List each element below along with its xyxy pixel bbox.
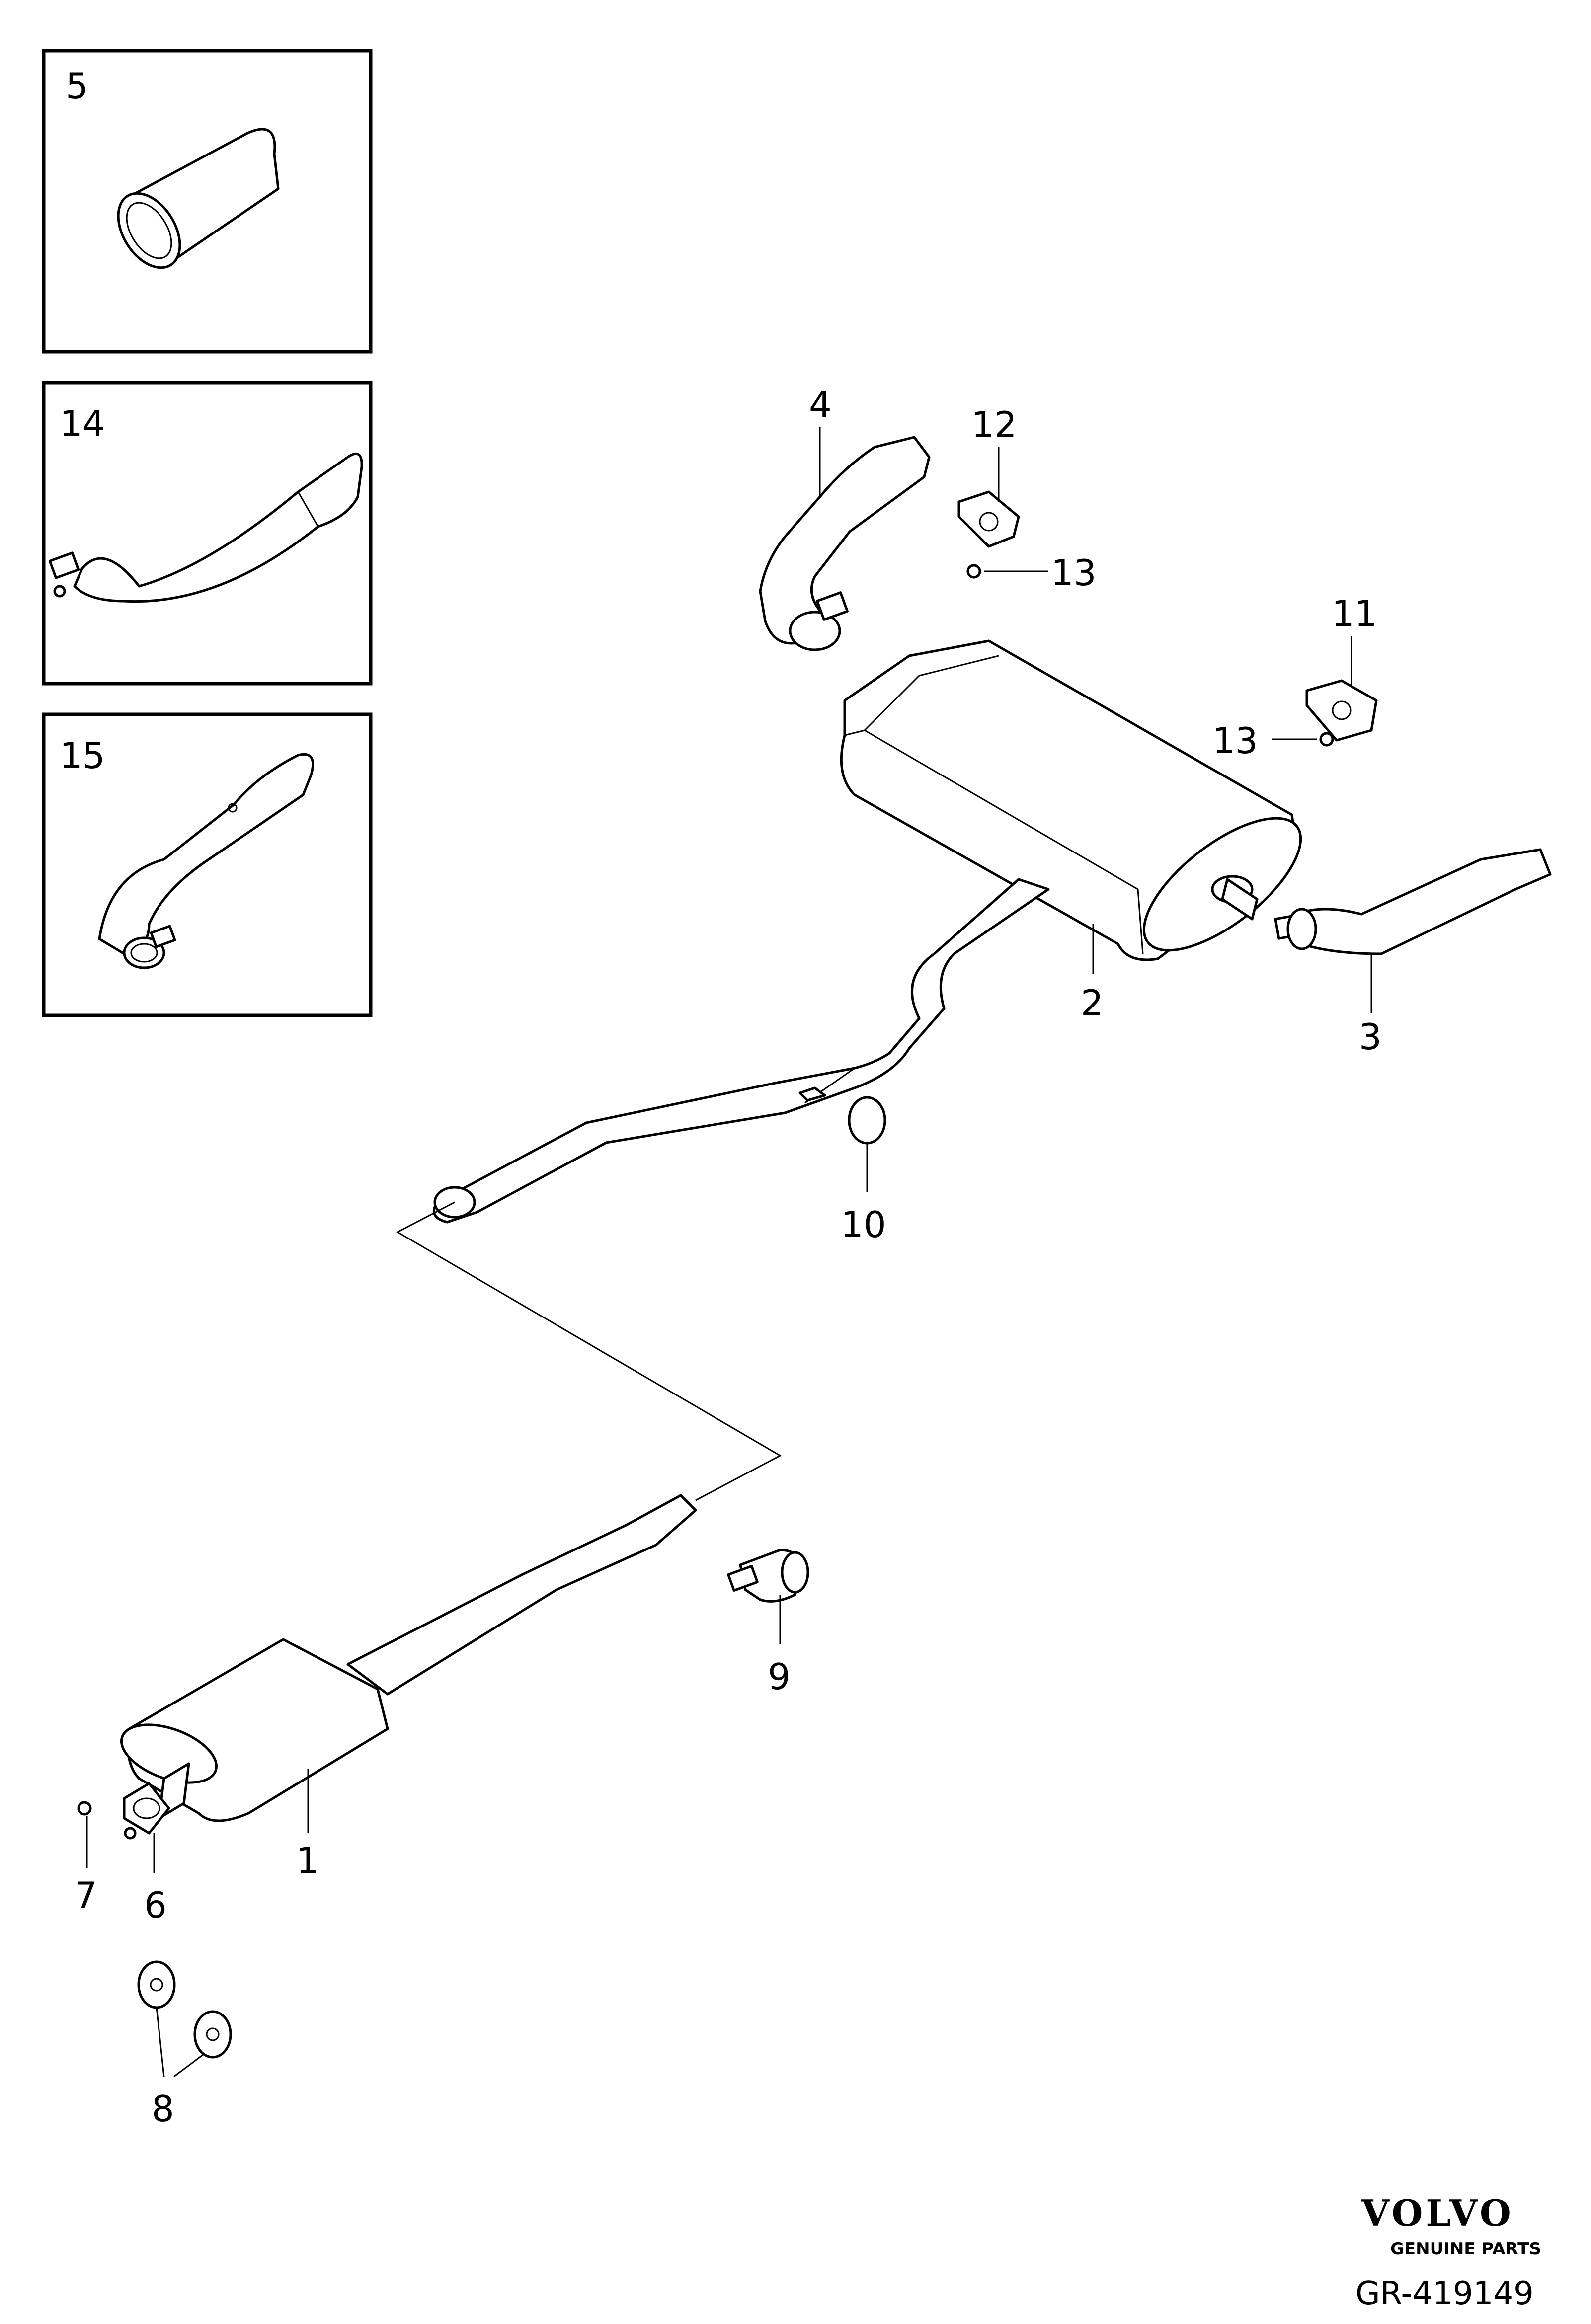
- rubber-mount-8a: [137, 1960, 176, 2009]
- nut-7: [77, 1801, 92, 1816]
- callout-3: 3: [1359, 1016, 1382, 1058]
- branding-block: VOLVO GENUINE PARTS GR-419149: [1355, 2192, 1541, 2312]
- callout-8: 8: [152, 2088, 174, 2130]
- rubber-mount-10: [798, 1086, 886, 1145]
- connection-guide-line: [396, 1201, 782, 1501]
- callout-9: 9: [768, 1656, 791, 1698]
- intermediate-pipe-2: [432, 878, 1050, 1224]
- callout-10: 10: [841, 1204, 886, 1245]
- tailpipe-3: [1274, 848, 1552, 955]
- inset-box-15: 15: [42, 712, 373, 1017]
- callout-14: 14: [60, 403, 105, 445]
- tailpipe-4: [759, 436, 931, 651]
- inset-box-5: 5: [42, 49, 373, 354]
- callout-1: 1: [296, 1840, 319, 1881]
- rear-muffler-2: [840, 639, 1302, 961]
- callout-labels: 4 12 13 11 13 2 3 10 9 1 6 7 8: [75, 384, 1382, 2130]
- callout-4: 4: [809, 384, 832, 426]
- tailpipe-14: [48, 452, 363, 603]
- front-muffler-1: [120, 1494, 697, 1835]
- callout-12: 12: [971, 404, 1017, 446]
- volvo-logo: VOLVO: [1361, 2192, 1514, 2234]
- callout-6: 6: [144, 1884, 167, 1926]
- leader-lines: [86, 427, 1372, 2078]
- callout-13b: 13: [1212, 720, 1258, 762]
- callout-15: 15: [60, 735, 105, 776]
- diagram-reference: GR-419149: [1355, 2275, 1534, 2312]
- inset-box-14: 14: [42, 381, 373, 686]
- rubber-mount-8b: [193, 2010, 232, 2059]
- bracket-12: [957, 490, 1020, 548]
- bolt-13a: [966, 564, 981, 579]
- callout-2: 2: [1081, 982, 1104, 1024]
- tailpipe-15: [98, 753, 315, 969]
- tailpipe-tip-5: [117, 128, 280, 269]
- bolt-13b: [1319, 732, 1334, 747]
- clamp-9: [727, 1549, 809, 1603]
- nut-7b: [124, 1827, 137, 1840]
- callout-5: 5: [66, 65, 88, 107]
- callout-11: 11: [1332, 593, 1377, 634]
- callout-13a: 13: [1051, 552, 1097, 594]
- callout-7: 7: [75, 1874, 97, 1916]
- genuine-parts-tagline: GENUINE PARTS: [1390, 2239, 1541, 2259]
- bracket-11: [1305, 679, 1378, 742]
